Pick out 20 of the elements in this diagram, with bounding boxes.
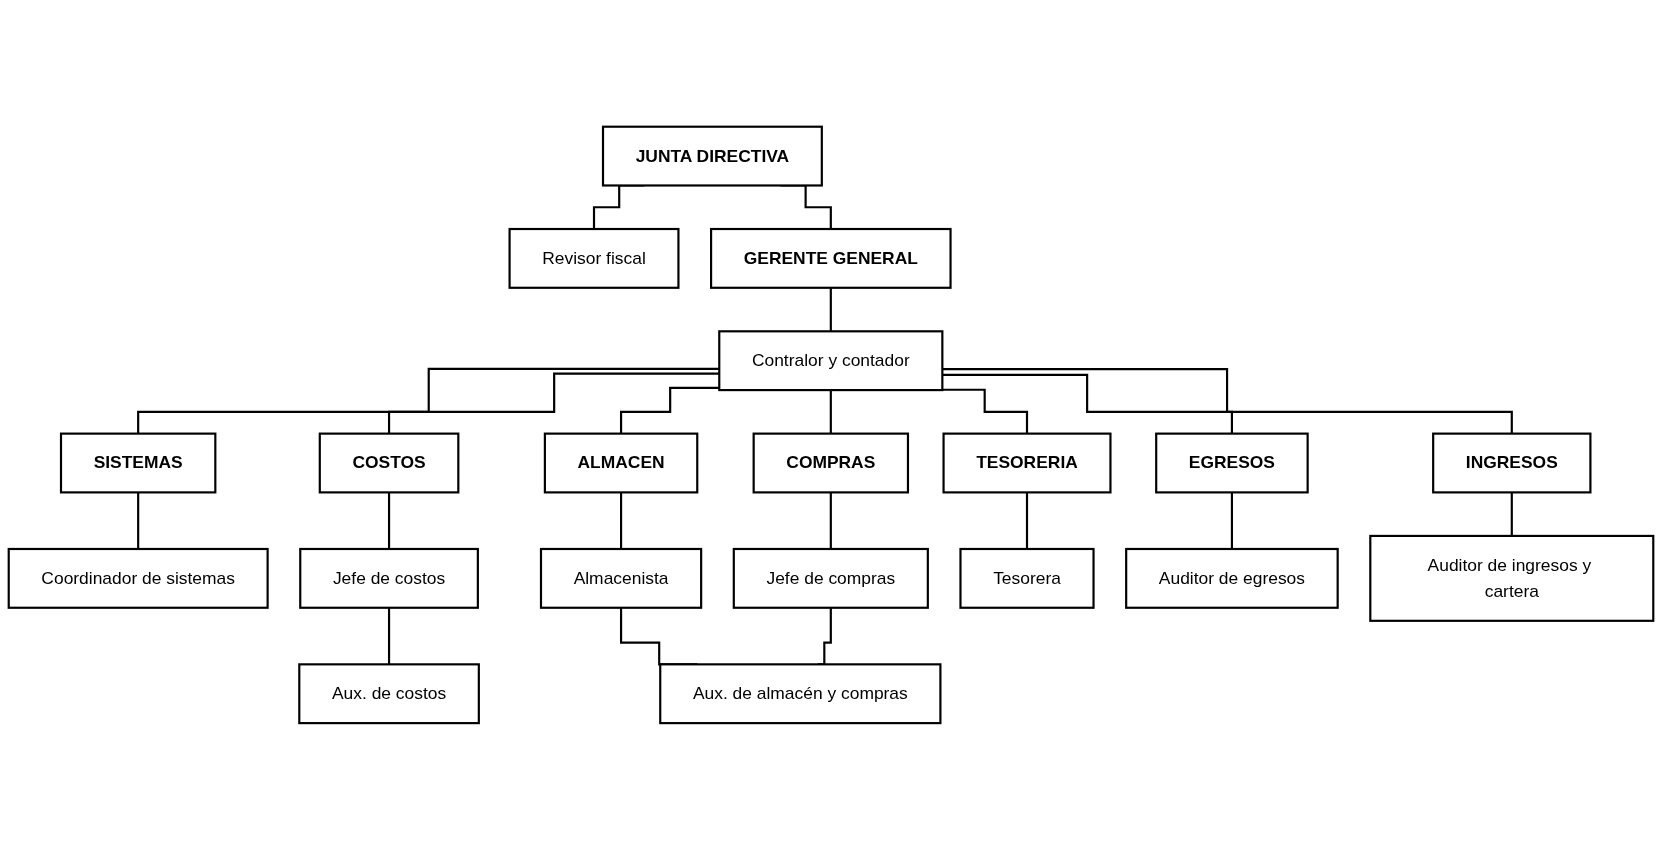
node-box: Contralor y contador <box>718 330 944 392</box>
node-box: Auditor de egresos <box>1125 547 1339 609</box>
node-box: Almacenista <box>539 547 703 609</box>
node-box: SISTEMAS <box>59 432 217 494</box>
node-box: INGRESOS <box>1432 432 1592 494</box>
node-box: Jefe de compras <box>732 547 929 609</box>
node-box: Aux. de costos <box>298 663 480 725</box>
node-box: EGRESOS <box>1155 432 1309 494</box>
node-box: Revisor fiscal <box>508 228 680 289</box>
node-box: COSTOS <box>318 432 460 494</box>
node-box: ALMACEN <box>543 432 699 494</box>
node-box: Tesorera <box>959 547 1095 609</box>
node-box: GERENTE GENERAL <box>710 228 952 289</box>
node-box: JUNTA DIRECTIVA <box>601 125 823 187</box>
node-box: COMPRAS <box>752 432 910 494</box>
node-box: Aux. de almacén y compras <box>659 663 942 725</box>
node-box: Jefe de costos <box>299 547 479 609</box>
node-box: Auditor de ingresos y cartera <box>1369 534 1655 622</box>
node-box: TESORERIA <box>942 432 1112 494</box>
node-box: Coordinador de sistemas <box>7 547 269 609</box>
